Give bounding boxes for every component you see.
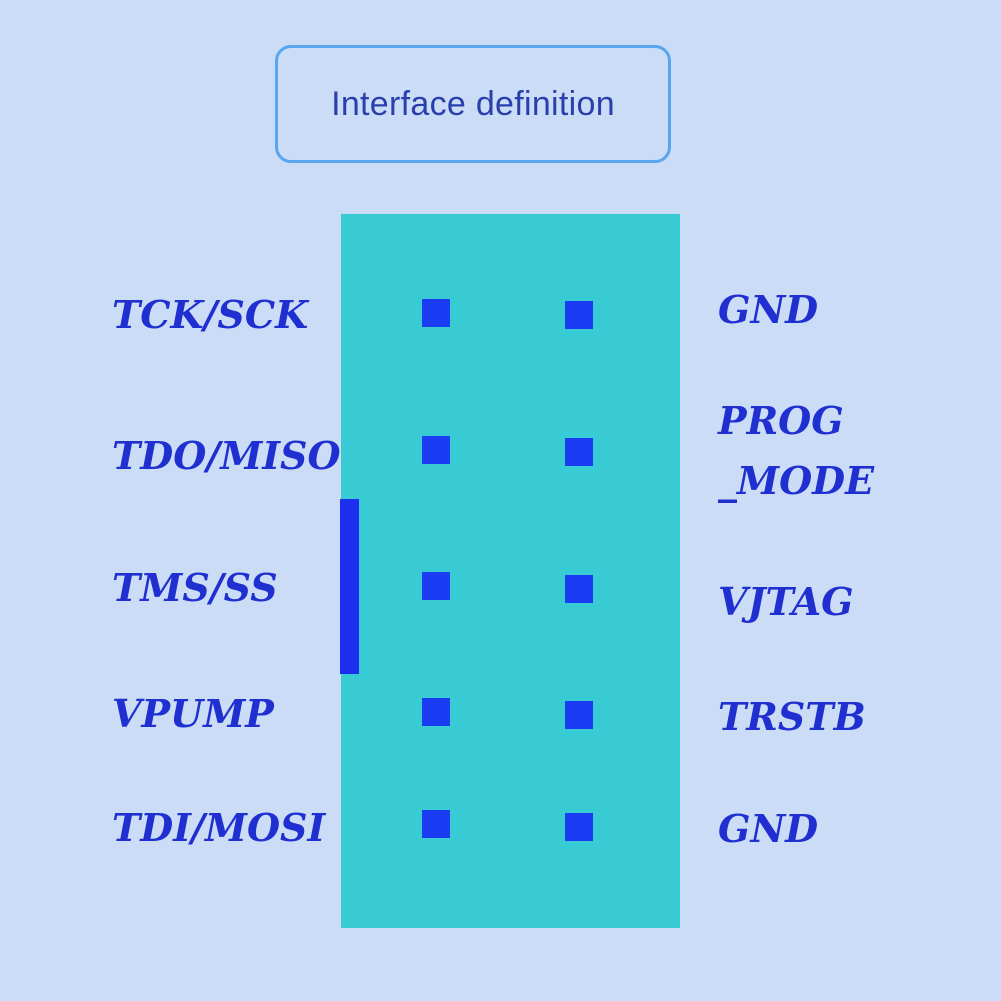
pin-10 — [565, 813, 593, 841]
label-right-1: GND — [718, 287, 819, 332]
pin-6 — [565, 575, 593, 603]
label-left-3: TMS/SS — [112, 565, 278, 610]
label-left-1: TCK/SCK — [112, 292, 309, 337]
pin-5 — [422, 572, 450, 600]
connector-key-notch — [340, 499, 359, 674]
pin-7 — [422, 698, 450, 726]
label-right-5: GND — [718, 806, 819, 851]
label-right-2b: _MODE — [718, 458, 875, 503]
label-right-3: VJTAG — [718, 579, 854, 624]
label-right-2a: PROG — [718, 398, 844, 443]
label-left-2: TDO/MISO — [112, 433, 341, 478]
title-box: Interface definition — [275, 45, 671, 163]
pin-8 — [565, 701, 593, 729]
diagram-title: Interface definition — [331, 84, 615, 123]
connector-header-body — [341, 214, 680, 928]
pin-2 — [565, 301, 593, 329]
pin-1 — [422, 299, 450, 327]
label-left-5: TDI/MOSI — [112, 805, 326, 850]
label-right-4: TRSTB — [718, 694, 866, 739]
pin-3 — [422, 436, 450, 464]
pin-9 — [422, 810, 450, 838]
label-left-4: VPUMP — [112, 691, 274, 736]
pin-4 — [565, 438, 593, 466]
